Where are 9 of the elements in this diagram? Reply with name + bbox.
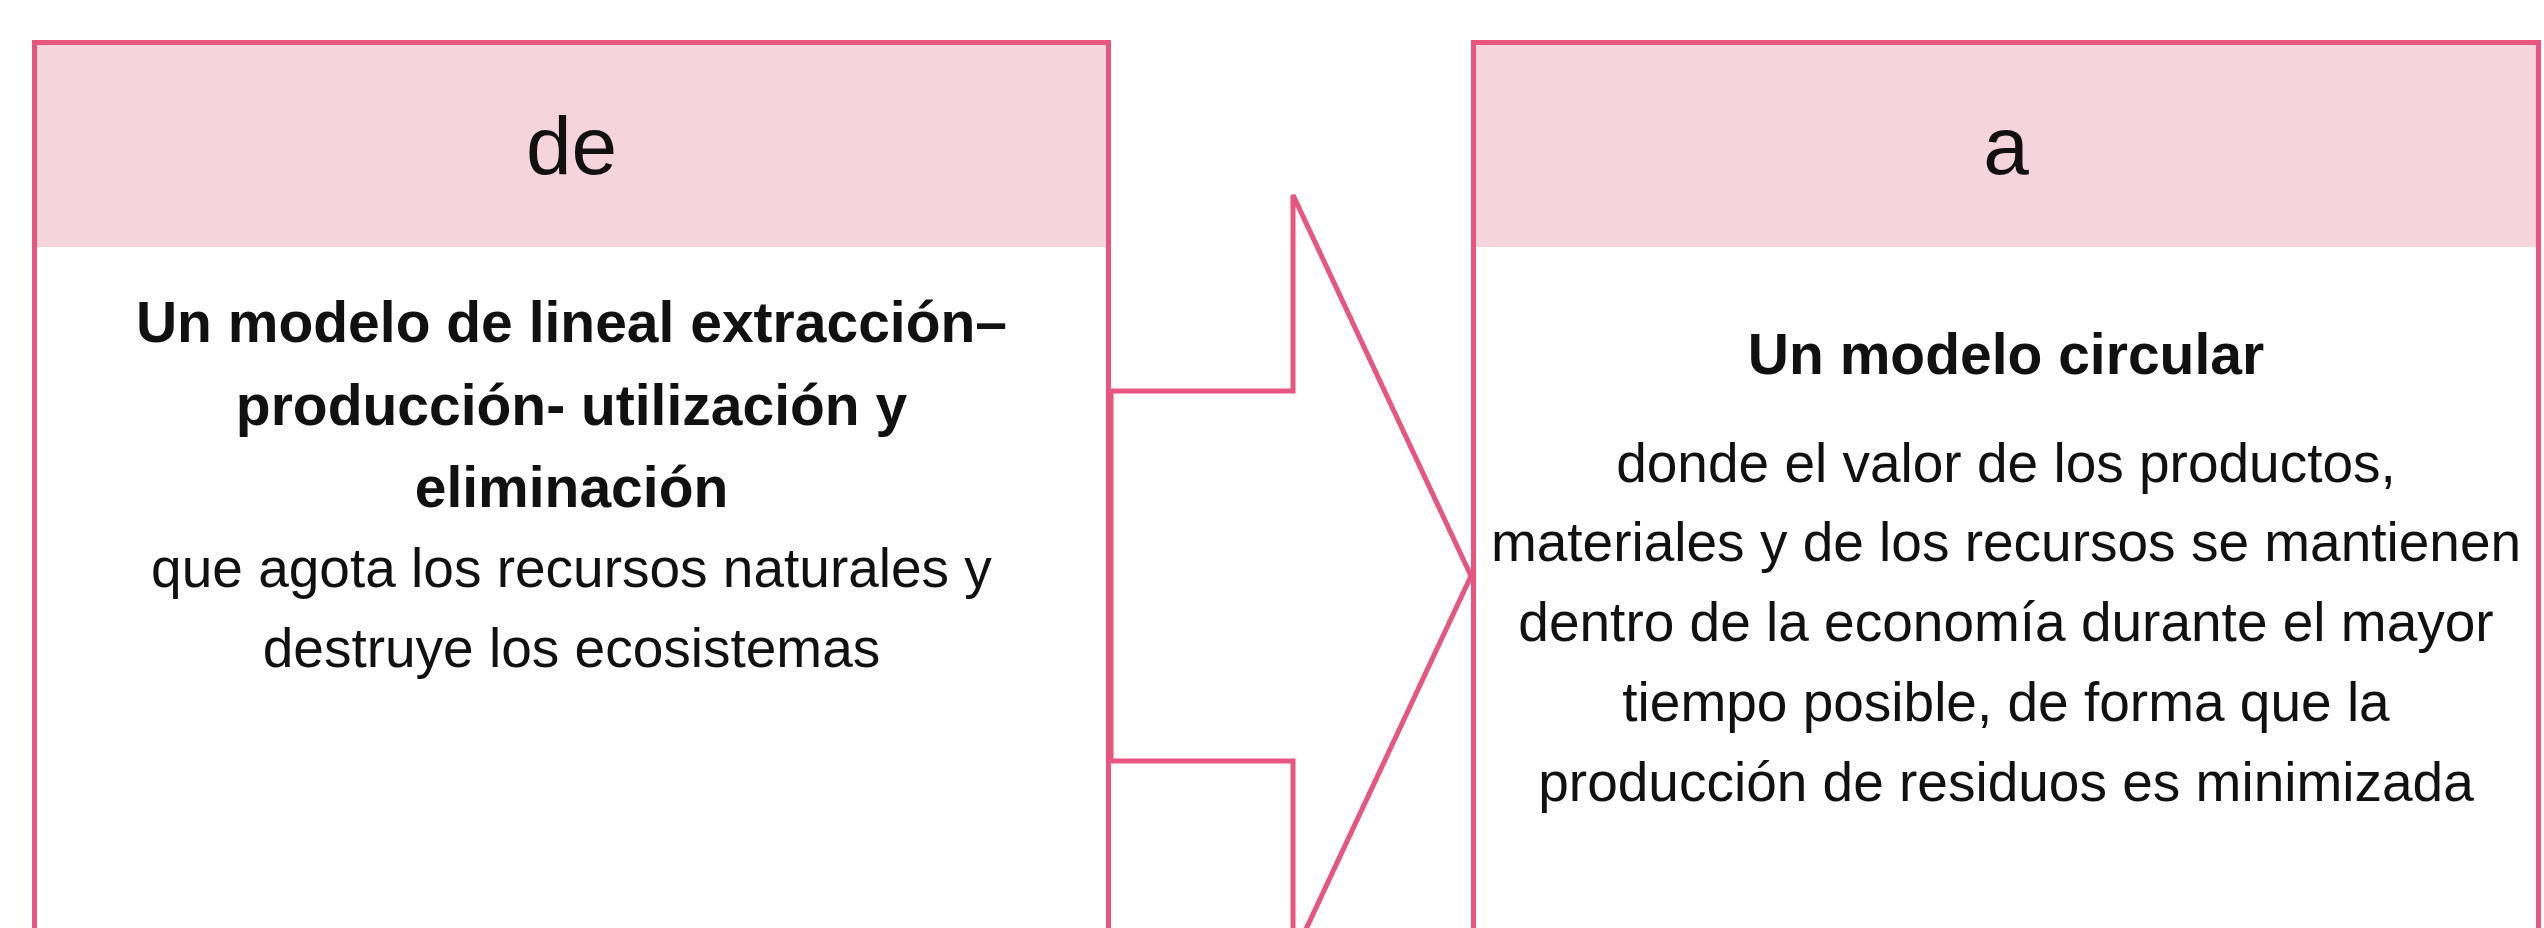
panel-header: a <box>1476 45 2536 247</box>
panel-description: donde el valor de los productos, materiales y de los recursos se mantienen dentro de la economía durante el mayor tiempo posible, de forma que la producción de residuos es minimizada <box>1489 430 2523 815</box>
content-panel <box>1471 40 2541 928</box>
panel-heading: Un modelo de lineal extracción– producción- utilización y eliminación <box>134 289 1009 522</box>
block-arrow <box>1108 192 1474 928</box>
panel-header: de <box>37 45 1106 247</box>
panel-description: que agota los recursos naturales y destruye los ecosistemas <box>150 535 993 681</box>
content-panel <box>32 40 1111 928</box>
panel-heading: Un modelo circular <box>1746 321 2266 388</box>
